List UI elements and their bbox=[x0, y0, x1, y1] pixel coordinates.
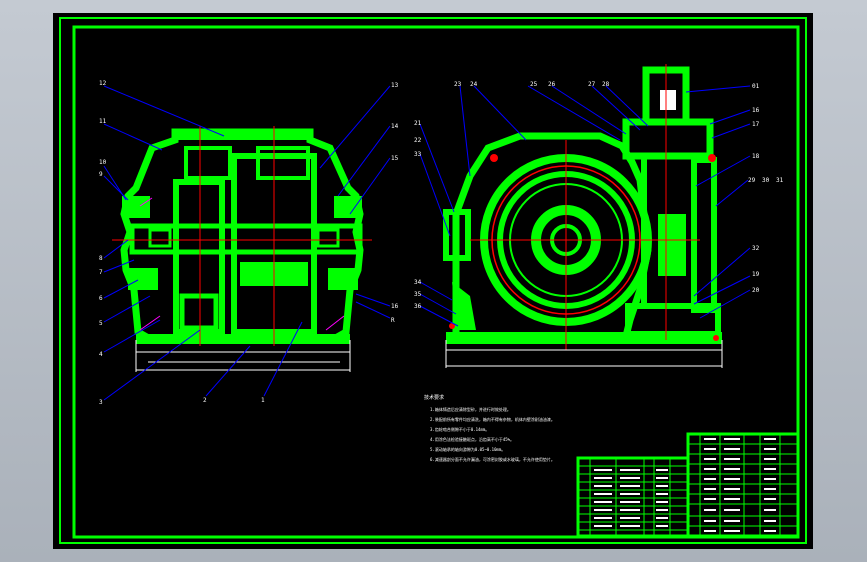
tech-notes-heading: 技术要求 bbox=[424, 394, 444, 401]
front-upper-bearing-right bbox=[256, 146, 310, 180]
parts-list-cells bbox=[594, 469, 668, 527]
label-side-31: 31 bbox=[776, 177, 784, 184]
front-shaft-main bbox=[129, 223, 363, 255]
side-base bbox=[446, 332, 722, 344]
front-lower-bearing bbox=[179, 293, 219, 331]
label-front-8: 8 bbox=[99, 255, 103, 262]
tech-note-3: 3.齿轮啮合侧隙不小于0.14mm。 bbox=[430, 426, 489, 432]
label-side-16: 16 bbox=[752, 107, 760, 114]
label-side-19: 19 bbox=[752, 271, 760, 278]
label-front-10: 10 bbox=[99, 159, 107, 166]
label-front-13: 13 bbox=[391, 82, 399, 89]
label-side-18: 18 bbox=[752, 153, 760, 160]
label-side-36: 36 bbox=[414, 303, 422, 310]
side-left-ear bbox=[443, 209, 471, 261]
front-upper-bearing-left bbox=[184, 146, 232, 180]
front-left-lower-flange bbox=[128, 268, 158, 290]
label-side-33: 33 bbox=[414, 151, 422, 158]
front-gear-left bbox=[173, 179, 225, 335]
label-side-17: 17 bbox=[752, 121, 760, 128]
label-side-24: 24 bbox=[470, 81, 478, 88]
front-left-flange bbox=[122, 196, 150, 218]
label-side-32: 32 bbox=[752, 245, 760, 252]
label-side-21: 21 bbox=[414, 120, 422, 127]
tech-note-4: 4.用涂色法检验接触斑点，沿齿高不小于45%。 bbox=[430, 436, 514, 442]
side-housing bbox=[452, 132, 652, 340]
label-side-29: 29 bbox=[748, 177, 756, 184]
tech-note-1: 1.箱体铸造后应清除型砂，并进行时效处理。 bbox=[430, 406, 511, 412]
tech-note-5: 5.滚动轴承的轴向游隙为0.05~0.10mm。 bbox=[430, 446, 505, 452]
label-side-23: 23 bbox=[454, 81, 462, 88]
front-bore-1 bbox=[148, 228, 172, 248]
side-view: 23 24 25 26 27 28 01 16 17 18 29 30 31 3… bbox=[414, 64, 784, 368]
label-side-20: 20 bbox=[752, 287, 760, 294]
label-front-3: 3 bbox=[99, 399, 103, 406]
tech-requirements: 技术要求 1.箱体铸造后应清除型砂，并进行时效处理。 2.装配前所有零件均应清洗… bbox=[424, 394, 555, 462]
label-side-22: 22 bbox=[414, 137, 422, 144]
drawing-sheet bbox=[53, 13, 813, 549]
label-front-11: 11 bbox=[99, 118, 107, 125]
front-base bbox=[136, 334, 350, 344]
side-column-web bbox=[658, 214, 686, 276]
front-right-lower-flange bbox=[328, 268, 358, 290]
label-front-9: 9 bbox=[99, 171, 103, 178]
front-top-cover bbox=[176, 130, 310, 140]
tech-note-6: 6.减速器剖分面不允许漏油，可涂密封胶或水玻璃，不允许使用垫片。 bbox=[430, 456, 555, 462]
label-front-5: 5 bbox=[99, 320, 103, 327]
label-side-25: 25 bbox=[530, 81, 538, 88]
title-block-cells bbox=[704, 438, 776, 532]
label-side-28: 28 bbox=[602, 81, 610, 88]
outer-frame bbox=[59, 17, 807, 544]
side-column-right bbox=[691, 157, 717, 313]
label-side-01: 01 bbox=[752, 83, 760, 90]
side-left-foot bbox=[452, 282, 476, 330]
label-front-16: 16 bbox=[391, 303, 399, 310]
label-front-15: 15 bbox=[391, 155, 399, 162]
front-section-view: 12 11 10 9 8 7 6 5 4 3 2 1 13 14 15 16 R bbox=[99, 80, 399, 406]
label-side-34: 34 bbox=[414, 279, 422, 286]
label-front-14: 14 bbox=[391, 123, 399, 130]
front-bore-2 bbox=[316, 228, 340, 248]
front-right-flange bbox=[334, 196, 362, 218]
label-front-2: 2 bbox=[203, 397, 207, 404]
label-side-27: 27 bbox=[588, 81, 596, 88]
label-front-6: 6 bbox=[99, 295, 103, 302]
label-side-30: 30 bbox=[762, 177, 770, 184]
label-front-12: 12 bbox=[99, 80, 107, 87]
label-side-26: 26 bbox=[548, 81, 556, 88]
parts-list bbox=[576, 456, 690, 538]
title-block bbox=[686, 432, 800, 538]
label-front-r: R bbox=[391, 317, 395, 324]
label-side-35: 35 bbox=[414, 291, 422, 298]
inner-frame bbox=[72, 25, 800, 539]
label-front-4: 4 bbox=[99, 351, 103, 358]
side-column-bolt bbox=[660, 90, 676, 110]
label-front-1: 1 bbox=[261, 397, 265, 404]
label-front-7: 7 bbox=[99, 269, 103, 276]
tech-note-2: 2.装配前所有零件均应清洗，箱内不得有杂物，机体内壁涂耐油油漆。 bbox=[430, 416, 555, 422]
